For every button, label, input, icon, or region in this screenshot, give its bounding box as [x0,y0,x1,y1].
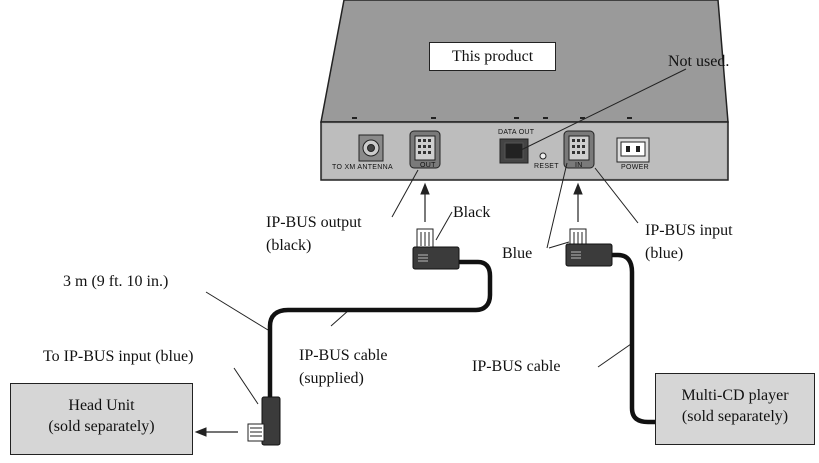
multi-cd-note: (sold separately) [681,407,789,425]
length-leader [205,291,269,331]
plug-in [565,228,613,267]
data-out-connector [499,138,529,164]
ipbus-output-label-line1: IP-BUS output [266,214,362,231]
port-label-reset: RESET [534,163,559,170]
product-label: This product [429,42,556,71]
multi-cd-box: Multi-CD player (sold separately) [655,373,815,445]
ipbus-output-label-line2: (black) [266,237,312,254]
blue-label: Blue [502,245,533,262]
black-label: Black [453,204,491,221]
to-ipbus-input-leader [233,367,259,405]
black-leader [435,211,453,241]
ipbus-cable-multicd [610,252,655,425]
arrow-to-head-unit [194,427,238,437]
plug-out [412,228,460,270]
length-label: 3 m (9 ft. 10 in.) [63,273,169,290]
indicator-marks [352,117,632,119]
antenna-connector [358,134,384,162]
to-ipbus-input-label: To IP-BUS input (blue) [43,348,194,365]
ipbus-cable-supplied [267,259,493,400]
out-connector [409,130,441,169]
ipbus-cable-supplied-leader [330,309,350,327]
blue-leader-1 [546,162,568,249]
plug-head-unit [247,396,281,446]
in-connector [563,130,595,169]
port-label-data-out: DATA OUT [498,129,535,136]
head-unit-name: Head Unit [68,397,135,414]
power-connector [616,137,650,163]
not-used-label: Not used. [668,53,730,70]
ipbus-cable-supplied-line1: IP-BUS cable [299,347,388,364]
ipbus-input-label-line2: (blue) [645,245,684,262]
ipbus-output-leader [391,169,419,218]
arrow-in [573,182,583,222]
ipbus-cable-label: IP-BUS cable [472,358,561,375]
port-label-in: IN [575,162,583,169]
arrow-out [420,182,430,222]
port-label-antenna: TO XM ANTENNA [332,164,393,171]
ipbus-cable-supplied-line2: (supplied) [299,370,364,387]
blue-leader-2 [548,241,570,249]
ipbus-cable-leader [597,343,632,368]
port-label-out: OUT [420,162,436,169]
ipbus-input-label-line1: IP-BUS input [645,222,733,239]
head-unit-box: Head Unit (sold separately) [10,383,193,455]
head-unit-note: (sold separately) [48,417,155,435]
not-used-leader [518,68,687,152]
reset-button [539,152,547,160]
port-label-power: POWER [621,164,649,171]
ipbus-input-leader [594,167,639,224]
multi-cd-name: Multi-CD player [681,387,789,404]
